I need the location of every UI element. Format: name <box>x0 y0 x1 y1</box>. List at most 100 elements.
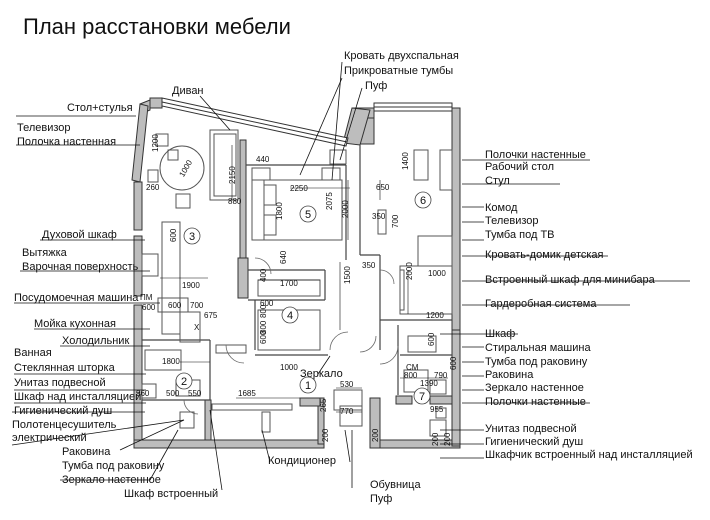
label-cabinet-installation: Шкаф над инсталляцией <box>14 391 141 403</box>
room-number: 4 <box>287 310 293 322</box>
label-hygienic-shower: Гигиенический душ <box>14 405 112 417</box>
label-washing-machine: Стиральная машина <box>485 342 591 354</box>
room-number: 3 <box>189 231 195 243</box>
label-chair: Стул <box>485 175 510 187</box>
dim-label: 600 <box>259 330 268 344</box>
dim-label: 2150 <box>228 166 237 184</box>
dim-label: 530 <box>340 380 354 389</box>
sofa <box>209 129 239 201</box>
label-cabinet-installation-right: Шкафчик встроенный над инсталляцией <box>485 449 693 461</box>
dim-label: 1400 <box>401 152 410 170</box>
label-fridge: Холодильник <box>62 335 129 347</box>
left-labels: Стол+стулья Телевизор Полочка настенная … <box>12 85 421 505</box>
dim-label: 650 <box>376 183 390 192</box>
room-number: 2 <box>181 376 187 388</box>
label-towel-dryer: Полотенцесушитель <box>12 419 117 431</box>
dim-label: 1200 <box>426 311 444 320</box>
dim-label: 600 <box>449 356 458 370</box>
dim-label: 260 <box>146 183 160 192</box>
walls <box>131 97 461 449</box>
right-labels: Полочки настенные Рабочий стол Стул Комо… <box>485 149 693 461</box>
dim-label: 2075 <box>325 192 334 210</box>
label-vanity-right: Тумба под раковину <box>485 356 588 368</box>
dim-label: 265 <box>319 398 328 412</box>
room-number: 6 <box>420 195 426 207</box>
dim-label: 1200 <box>151 134 160 152</box>
dim-label: 500 <box>166 389 180 398</box>
dim-label: X <box>194 323 200 332</box>
dim-label: 600 <box>260 299 274 308</box>
room-number: 5 <box>305 209 311 221</box>
label-shoe-cabinet: Обувница <box>370 479 421 491</box>
label-bedside-tables: Прикроватные тумбы <box>344 65 453 77</box>
label-double-bed: Кровать двухспальная <box>344 50 459 62</box>
room-numbers: 1 2 3 4 5 6 7 <box>175 191 432 405</box>
dim-label: 200 <box>443 432 452 446</box>
dim-label: 1500 <box>343 266 352 284</box>
label-work-desk: Рабочий стол <box>485 161 554 173</box>
leader-lines <box>11 61 690 491</box>
dim-label: 360 <box>136 389 150 398</box>
doors <box>183 257 399 415</box>
label-oven: Духовой шкаф <box>42 229 117 241</box>
dim-label: 1900 <box>182 281 200 290</box>
dim-label: 2000 <box>341 200 350 218</box>
kids-bed <box>417 235 453 267</box>
dim-label: 640 <box>279 250 288 264</box>
dim-label: 2250 <box>290 184 308 193</box>
dim-label: ПМ <box>140 293 153 302</box>
dim-label: СМ <box>406 363 419 372</box>
dim-label: 440 <box>256 155 270 164</box>
dim-label: 880 <box>228 197 242 206</box>
label-electric: электрический <box>12 432 87 444</box>
room-number: 1 <box>305 380 311 392</box>
label-wall-toilet: Унитаз подвесной <box>14 377 106 389</box>
dim-label: 600 <box>168 301 182 310</box>
dim-label: 400 <box>259 268 268 282</box>
dining-table <box>159 145 205 191</box>
label-bath: Ванная <box>14 347 52 359</box>
dim-label: 675 <box>204 311 218 320</box>
label-tv: Телевизор <box>17 122 71 134</box>
label-kitchen-sink: Мойка кухонная <box>34 318 116 330</box>
windows <box>161 97 453 147</box>
dim-label: 1700 <box>280 279 298 288</box>
dim-label: 200 <box>321 428 330 442</box>
label-wardrobe-system: Гардеробная система <box>485 298 597 310</box>
label-vanity: Тумба под раковину <box>62 460 165 472</box>
dim-label: 1800 <box>162 357 180 366</box>
dim-label: 800 <box>259 304 268 318</box>
label-built-in-wardrobe: Шкаф встроенный <box>124 488 218 500</box>
dim-label: 600 <box>142 303 156 312</box>
dim-label: 550 <box>188 389 202 398</box>
label-wall-mirror: Зеркало настенное <box>62 474 161 486</box>
label-pouf-bedroom: Пуф <box>365 80 387 92</box>
interior-partitions <box>142 145 452 401</box>
label-hygienic-shower-right: Гигиенический душ <box>485 436 583 448</box>
dim-label: 800 <box>404 371 418 380</box>
dim-label: 1000 <box>428 269 446 278</box>
dim-label: 350 <box>362 261 376 270</box>
dim-label: 2000 <box>405 262 414 280</box>
label-wall-mirror-right: Зеркало настенное <box>485 382 584 394</box>
page-title: План расстановки мебели <box>23 14 291 39</box>
dim-label: 955 <box>430 405 444 414</box>
label-wall-shelf: Полочка настенная <box>17 136 116 148</box>
dim-label: 800 <box>259 320 268 334</box>
label-wall-toilet-right: Унитаз подвесной <box>485 423 577 435</box>
dim-label: 600 <box>427 332 436 346</box>
label-hood: Вытяжка <box>22 247 68 259</box>
dim-label: 1000 <box>280 363 298 372</box>
label-cabinet: Шкаф <box>485 328 515 340</box>
dim-label: 1800 <box>275 202 284 220</box>
dim-label: 350 <box>372 212 386 221</box>
label-wall-shelves: Полочки настенные <box>485 149 586 161</box>
dimension-lines <box>160 145 448 413</box>
label-tv-stand: Тумба под ТВ <box>485 229 555 241</box>
label-glass-screen: Стеклянная шторка <box>14 362 116 374</box>
top-labels: Кровать двухспальная Прикроватные тумбы … <box>344 50 459 92</box>
label-washbasin: Раковина <box>62 446 111 458</box>
dim-label: 600 <box>169 228 178 242</box>
label-wall-shelves-right: Полочки настенные <box>485 396 586 408</box>
